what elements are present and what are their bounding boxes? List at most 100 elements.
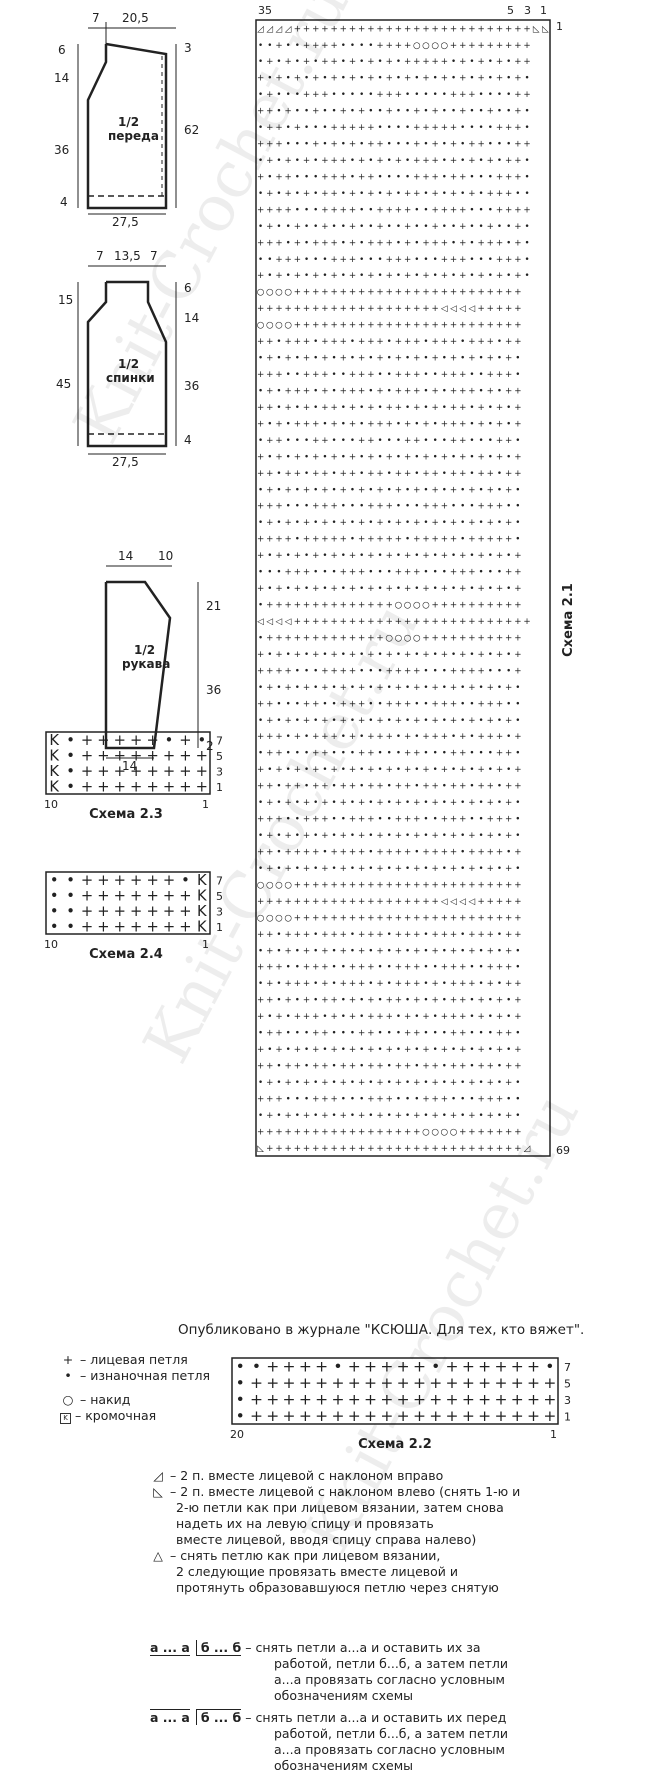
chart-2-1-cell-r23-c23: • (469, 403, 474, 413)
chart-2-1-cell-r17-c2: + (275, 304, 282, 314)
chart-2-1-cell-r44-c1: + (266, 749, 273, 759)
chart-2-1-cell-r23-c13: • (377, 403, 382, 413)
chart-2-1-cell-r26-c8: + (330, 452, 337, 462)
chart-2-1-cell-r18-c13: + (376, 321, 383, 331)
chart-2-1-cell-r20-c25: + (487, 354, 494, 364)
chart-2-1-cell-r52-c28: + (514, 880, 521, 890)
chart-2-1-cell-r62-c8: + (330, 1045, 337, 1055)
chart-2-1-cell-r44-c16: + (404, 749, 411, 759)
chart-2-1-cell-r4-c8: • (332, 90, 337, 100)
chart-2-1-cell-r7-c19: + (432, 140, 439, 150)
chart-2-1-cell-r17-c14: + (386, 304, 393, 314)
chart-2-1-cell-r12-c16: + (404, 222, 411, 232)
chart-2-1-cell-r67-c21: ○ (450, 1127, 458, 1137)
chart-2-1-cell-r68-c14: + (386, 1144, 393, 1154)
chart-2-1-cell-r53-c25: + (487, 897, 494, 907)
chart-2-1-cell-r48-c28: • (515, 815, 520, 825)
chart-2-1-cell-r1-c7: + (321, 41, 328, 51)
chart-2-1-cell-r29-c14: + (386, 502, 393, 512)
chart-2-1-cell-r54-c6: + (312, 913, 319, 923)
chart-2-1-cell-r0-c4: + (294, 24, 301, 34)
chart-2-1-cell-r2-c21: • (451, 57, 456, 67)
chart-2-1-cell-r55-c11: + (358, 930, 365, 940)
chart-2-1-cell-r36-c8: + (330, 617, 337, 627)
chart-2-1-cell-r9-c4: • (295, 172, 300, 182)
chart-2-1-cell-r24-c27: • (506, 419, 511, 429)
chart-2-1-cell-r12-c27: • (506, 222, 511, 232)
chart-2-1-cell-r8-c26: • (497, 156, 502, 166)
chart-2-1-cell-r55-c20: + (441, 930, 448, 940)
chart-2-1-cell-r64-c25: + (487, 1078, 494, 1088)
chart-2-1-cell-r20-c2: • (276, 354, 281, 364)
chart-2-1-cell-r50-c6: + (312, 847, 319, 857)
chart-2-1-cell-r4-c3: • (286, 90, 291, 100)
chart-2-1-cell-r4-c20: • (442, 90, 447, 100)
chart-2-1-cell-r28-c18: • (423, 485, 428, 495)
chart-2-1-cell-r2-c20: + (441, 57, 448, 67)
chart-2-1-cell-r58-c21: + (450, 979, 457, 989)
chart-2-1-cell-r62-c4: + (294, 1045, 301, 1055)
chart-2-1-cell-r39-c18: • (423, 666, 428, 676)
chart-2-1-col-label-1: 1 (540, 4, 547, 17)
chart-2-1-cell-r19-c11: + (358, 337, 365, 347)
chart-2-1-cell-r29-c6: + (312, 502, 319, 512)
chart-2-1-cell-r10-c7: + (321, 189, 328, 199)
chart-2-1-cell-r2-c18: + (422, 57, 429, 67)
chart-2-1-cell-r19-c21: + (450, 337, 457, 347)
chart-2-1-cell-r47-c3: + (285, 798, 292, 808)
chart-2-1-cell-r67-c24: + (477, 1127, 484, 1137)
chart-2-1-cell-r44-c10: • (350, 749, 355, 759)
ab-a-mark-2: а ... а (150, 1709, 190, 1725)
chart-2-1-cell-r51-c10: • (350, 864, 355, 874)
chart-2-1-cell-r66-c27: + (505, 1111, 512, 1121)
chart-2-1-row-label-1: 1 (556, 20, 563, 33)
chart-2-1-cell-r54-c25: + (487, 913, 494, 923)
chart-2-1-cell-r40-c8: • (332, 683, 337, 693)
chart-2-1-cell-r31-c26: + (496, 535, 503, 545)
chart-2-1-cell-r5-c10: • (350, 107, 355, 117)
chart-2-1-cell-r62-c20: + (441, 1045, 448, 1055)
chart-2-1-cell-r47-c28: • (515, 798, 520, 808)
chart-2-1-cell-r62-c28: + (514, 1045, 521, 1055)
chart-2-1-cell-r8-c22: • (460, 156, 465, 166)
chart-2-1-cell-r59-c18: • (423, 996, 428, 1006)
chart-2-1-cell-r28-c8: • (332, 485, 337, 495)
chart-2-1-cell-r39-c16: + (404, 666, 411, 676)
chart-2-1-cell-r34-c25: • (488, 584, 493, 594)
chart-2-1-cell-r11-c5: • (304, 205, 309, 215)
chart-2-1-cell-r64-c28: • (515, 1078, 520, 1088)
chart-2-1-cell-r6-c11: + (358, 123, 365, 133)
chart-2-1-cell-r60-c2: + (275, 1012, 282, 1022)
chart-2-1-cell-r35-c23: + (468, 601, 475, 611)
chart-2-1-cell-r66-c8: • (332, 1111, 337, 1121)
chart-2-1-cell-r10-c29: • (524, 189, 529, 199)
chart-2-1-cell-r52-c22: + (459, 880, 466, 890)
chart-2-1-cell-r34-c9: • (341, 584, 346, 594)
chart-2-1-cell-r40-c23: + (468, 683, 475, 693)
chart-2-1-cell-r0-c17: + (413, 24, 420, 34)
chart-2-1-cell-r63-c9: + (340, 1062, 347, 1072)
chart-2-1-cell-r33-c11: + (358, 568, 365, 578)
chart-2-1-cell-r29-c28: • (515, 502, 520, 512)
chart-2-1-cell-r23-c17: + (413, 403, 420, 413)
chart-2-1-cell-r4-c15: + (395, 90, 402, 100)
chart-2-1-cell-r42-c12: • (368, 716, 373, 726)
chart-2-1-cell-r52-c26: + (496, 880, 503, 890)
chart-2-4-col-label-left: 10 (44, 938, 58, 951)
chart-2-1-cell-r42-c23: + (468, 716, 475, 726)
chart-2-1-cell-r24-c16: + (404, 419, 411, 429)
chart-2-1-cell-r43-c19: + (432, 732, 439, 742)
chart-2-1-cell-r68-c0: ◺ (257, 1144, 264, 1154)
chart-2-1-cell-r32-c22: + (459, 551, 466, 561)
chart-2-1-cell-r20-c27: + (505, 354, 512, 364)
chart-2-1-cell-r20-c18: • (423, 354, 428, 364)
chart-2-1-cell-r61-c10: • (350, 1029, 355, 1039)
chart-2-1-cell-r39-c20: • (442, 666, 447, 676)
chart-2-1-cell-r9-c13: • (377, 172, 382, 182)
chart-2-2-cell-r0-c5: + (315, 1358, 328, 1376)
chart-2-1-cell-r47-c18: • (423, 798, 428, 808)
chart-2-1-cell-r4-c19: • (433, 90, 438, 100)
chart-2-1-cell-r59-c6: • (313, 996, 318, 1006)
chart-2-1-cell-r14-c26: + (496, 255, 503, 265)
chart-2-1-cell-r22-c13: + (376, 386, 383, 396)
